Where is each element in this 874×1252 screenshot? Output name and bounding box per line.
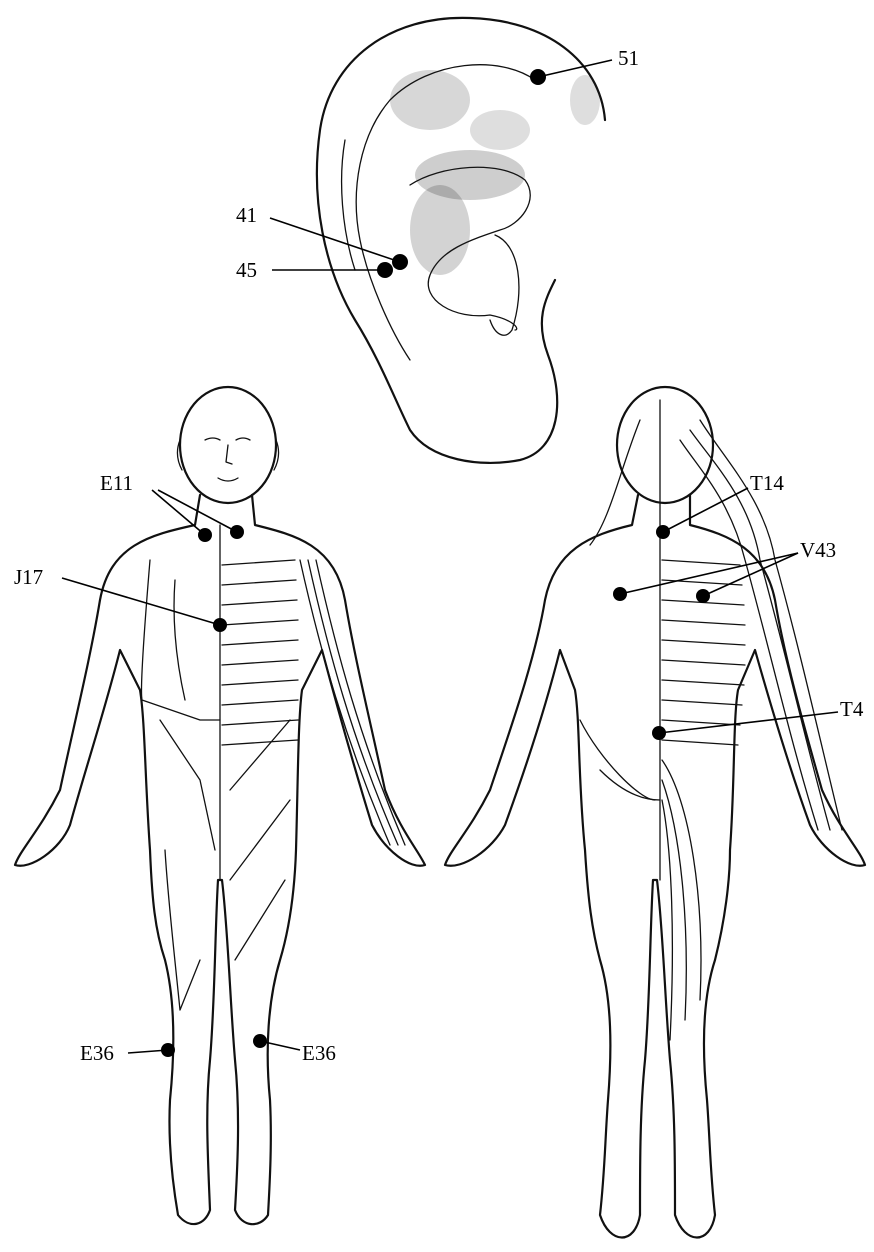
leader-51 [538,60,612,77]
point-e36-right-dot [253,1034,267,1048]
point-j17-label: J17 [14,565,43,589]
point-45-dot [377,262,393,278]
point-t14-label: T14 [750,471,784,495]
front-body-illustration [15,387,425,1224]
point-51-dot [530,69,546,85]
ear-tragus [490,235,519,335]
leader-t14 [663,488,748,532]
back-channel-lines [580,420,842,1040]
leader-j17 [62,578,220,625]
front-eyes [205,438,250,440]
point-t4-dot [652,726,666,740]
point-45-label: 45 [236,258,257,282]
point-v43-left-dot [613,587,627,601]
point-v43-right-dot [696,589,710,603]
leader-e11-b [158,490,237,532]
point-e11-left-dot [198,528,212,542]
point-e36-right-label: E36 [302,1041,336,1065]
point-51-label: 51 [618,46,639,70]
back-points: T14 V43 T4 [613,471,864,740]
ear-illustration [317,18,605,463]
point-t14-dot [656,525,670,539]
point-e36-left-dot [161,1043,175,1057]
ear-lobe-inner [342,140,355,270]
ear-shading [390,70,600,275]
leader-41 [270,218,400,262]
back-body-illustration [445,387,865,1238]
front-face [218,445,238,481]
point-v43-label: V43 [800,538,836,562]
point-e11-label: E11 [100,471,133,495]
leader-t4 [659,712,838,733]
front-channel-lines [142,560,405,1010]
point-t4-label: T4 [840,697,864,721]
back-torso-outline [445,495,865,1238]
point-j17-dot [213,618,227,632]
leader-v43-b [703,553,798,596]
point-41-label: 41 [236,203,257,227]
point-e11-right-dot [230,525,244,539]
point-e36-left-label: E36 [80,1041,114,1065]
point-41-dot [392,254,408,270]
